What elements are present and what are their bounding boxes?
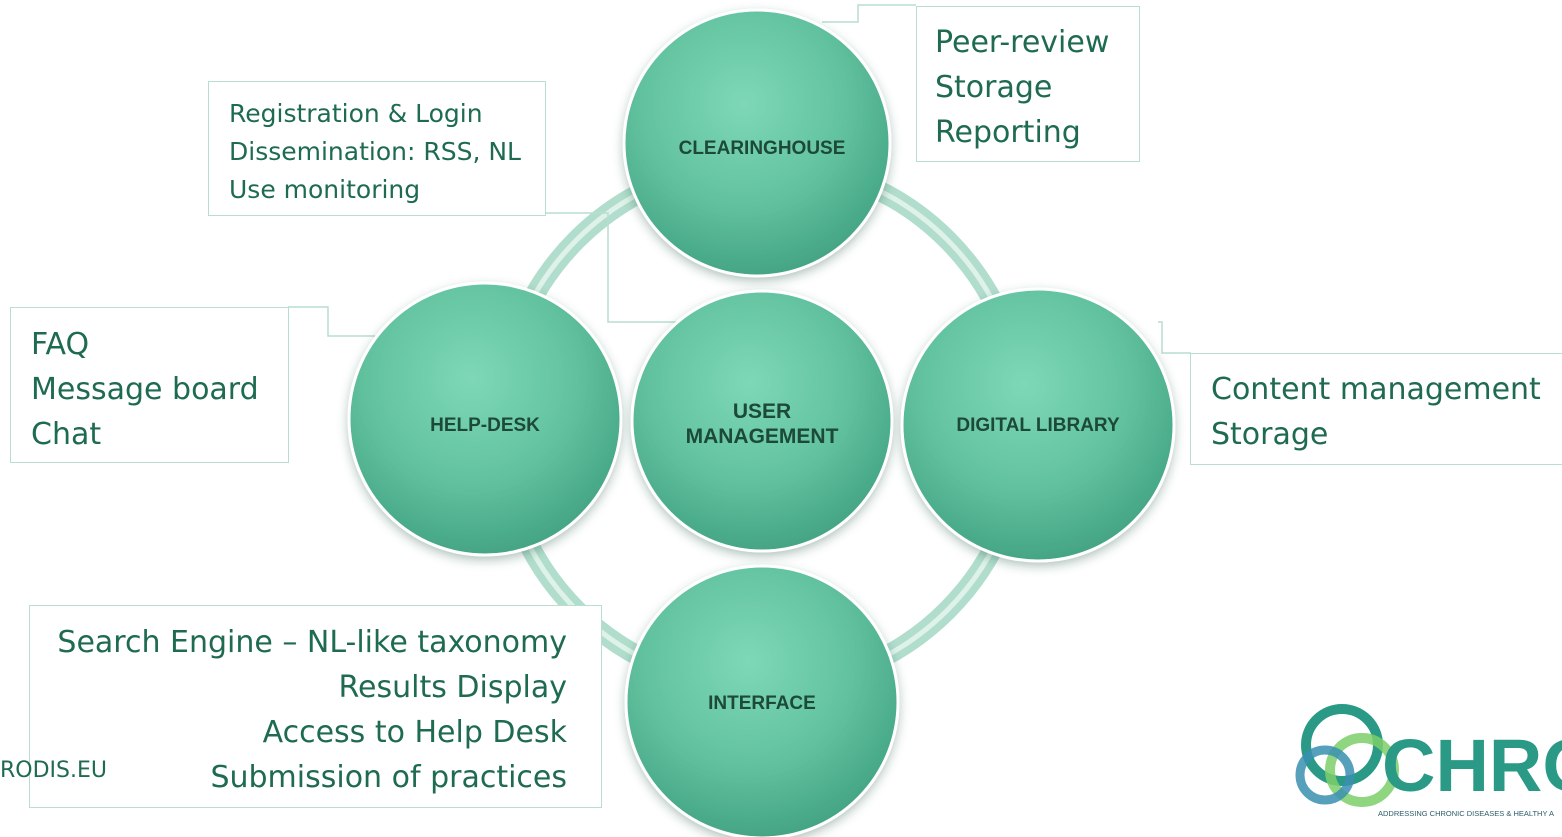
logo-tagline: ADDRESSING CHRONIC DISEASES & HEALTHY A [1378, 809, 1554, 818]
node-label-interface: INTERFACE [708, 693, 816, 714]
callout-digital-library: Content management Storage [1190, 353, 1562, 465]
callout-line: Reporting [935, 115, 1081, 150]
logo-wordmark: CHRO [1382, 724, 1562, 807]
callout-user-management: Registration & Login Dissemination: RSS,… [208, 81, 546, 216]
callout-line: Storage [1211, 417, 1329, 452]
node-user-management: USER MANAGEMENT [630, 289, 894, 553]
node-label-clearinghouse: CLEARINGHOUSE [679, 138, 846, 159]
callout-line: Content management [1211, 372, 1541, 407]
node-help-desk: HELP-DESK [347, 281, 623, 557]
node-label-user-management-line1: USER [733, 400, 791, 423]
callout-line: Access to Help Desk [262, 715, 567, 750]
connector-clearinghouse [822, 4, 916, 23]
callout-line: Message board [31, 372, 259, 407]
node-label-help-desk: HELP-DESK [430, 415, 540, 436]
node-interface: INTERFACE [624, 564, 900, 837]
node-label-digital-library: DIGITAL LIBRARY [956, 415, 1120, 436]
callout-interface: Search Engine – NL-like taxonomy Results… [29, 605, 602, 808]
node-digital-library: DIGITAL LIBRARY [900, 287, 1176, 563]
callout-line: Registration & Login [229, 99, 483, 128]
callout-line: Peer-review [935, 25, 1110, 60]
connector-digital-library [1158, 321, 1191, 354]
callout-line: Search Engine – NL-like taxonomy [57, 625, 567, 660]
callout-line: FAQ [31, 327, 90, 362]
logo-ring-3 [1295, 745, 1355, 805]
callout-line: Use monitoring [229, 175, 421, 204]
callout-line: Submission of practices [210, 760, 567, 795]
footer-url[interactable]: RODIS.EU [0, 758, 107, 783]
callout-help-desk: FAQ Message board Chat [10, 307, 289, 463]
callout-clearinghouse: Peer-review Storage Reporting [916, 6, 1140, 162]
chrodis-logo: CHRO ADDRESSING CHRONIC DISEASES & HEALT… [1295, 704, 1562, 818]
callout-line: Results Display [338, 670, 567, 705]
callout-line: Dissemination: RSS, NL [229, 137, 521, 166]
connector-help-desk [288, 306, 375, 337]
callout-line: Chat [31, 417, 102, 452]
connector-user-management [546, 212, 690, 323]
node-label-user-management-line2: MANAGEMENT [686, 425, 839, 448]
logo-ring-2 [1325, 733, 1399, 807]
node-clearinghouse: CLEARINGHOUSE [622, 8, 892, 278]
callout-line: Storage [935, 70, 1053, 105]
